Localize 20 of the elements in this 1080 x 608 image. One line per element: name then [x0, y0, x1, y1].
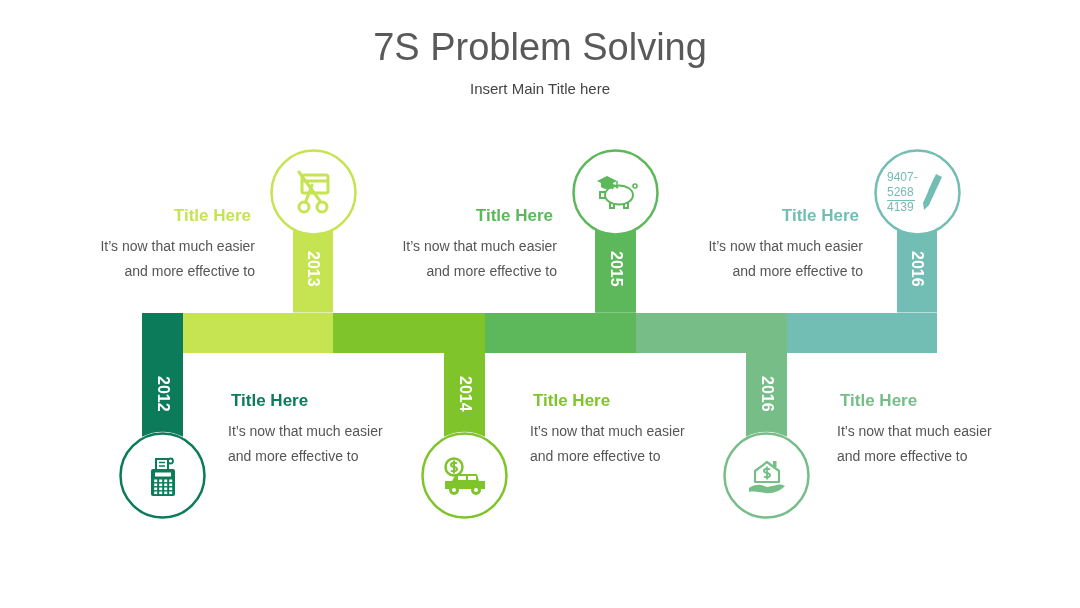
milestone-description: It’s now that much easier and more effective to: [837, 422, 993, 466]
milestone-heading: Title Here: [840, 390, 918, 412]
year-label: 2016: [757, 376, 777, 412]
subtitle: Insert Main Title here: [469, 79, 611, 99]
milestone-description: It’s now that much easier and more effective to: [99, 237, 255, 281]
milestone-description: It’s now that much easier and more effective to: [228, 422, 384, 466]
year-label: 2014: [455, 376, 475, 412]
year-label: 2016: [908, 251, 927, 287]
milestone-heading: Title Here: [173, 205, 251, 227]
milestone-description: It’s now that much easier and more effective to: [530, 422, 686, 466]
milestone-heading: Title Here: [475, 205, 553, 227]
milestone-heading: Title Here: [231, 390, 309, 412]
milestone-description: It’s now that much easier and more effective to: [707, 237, 863, 281]
page-title: 7S Problem Solving: [373, 25, 707, 70]
milestone-description: It’s now that much easier and more effective to: [401, 237, 557, 281]
milestone-heading: Title Here: [533, 390, 611, 412]
year-label: 2013: [304, 251, 323, 287]
year-label: 2015: [606, 251, 626, 287]
year-label: 2012: [153, 376, 173, 412]
milestone-heading: Title Here: [781, 205, 859, 227]
